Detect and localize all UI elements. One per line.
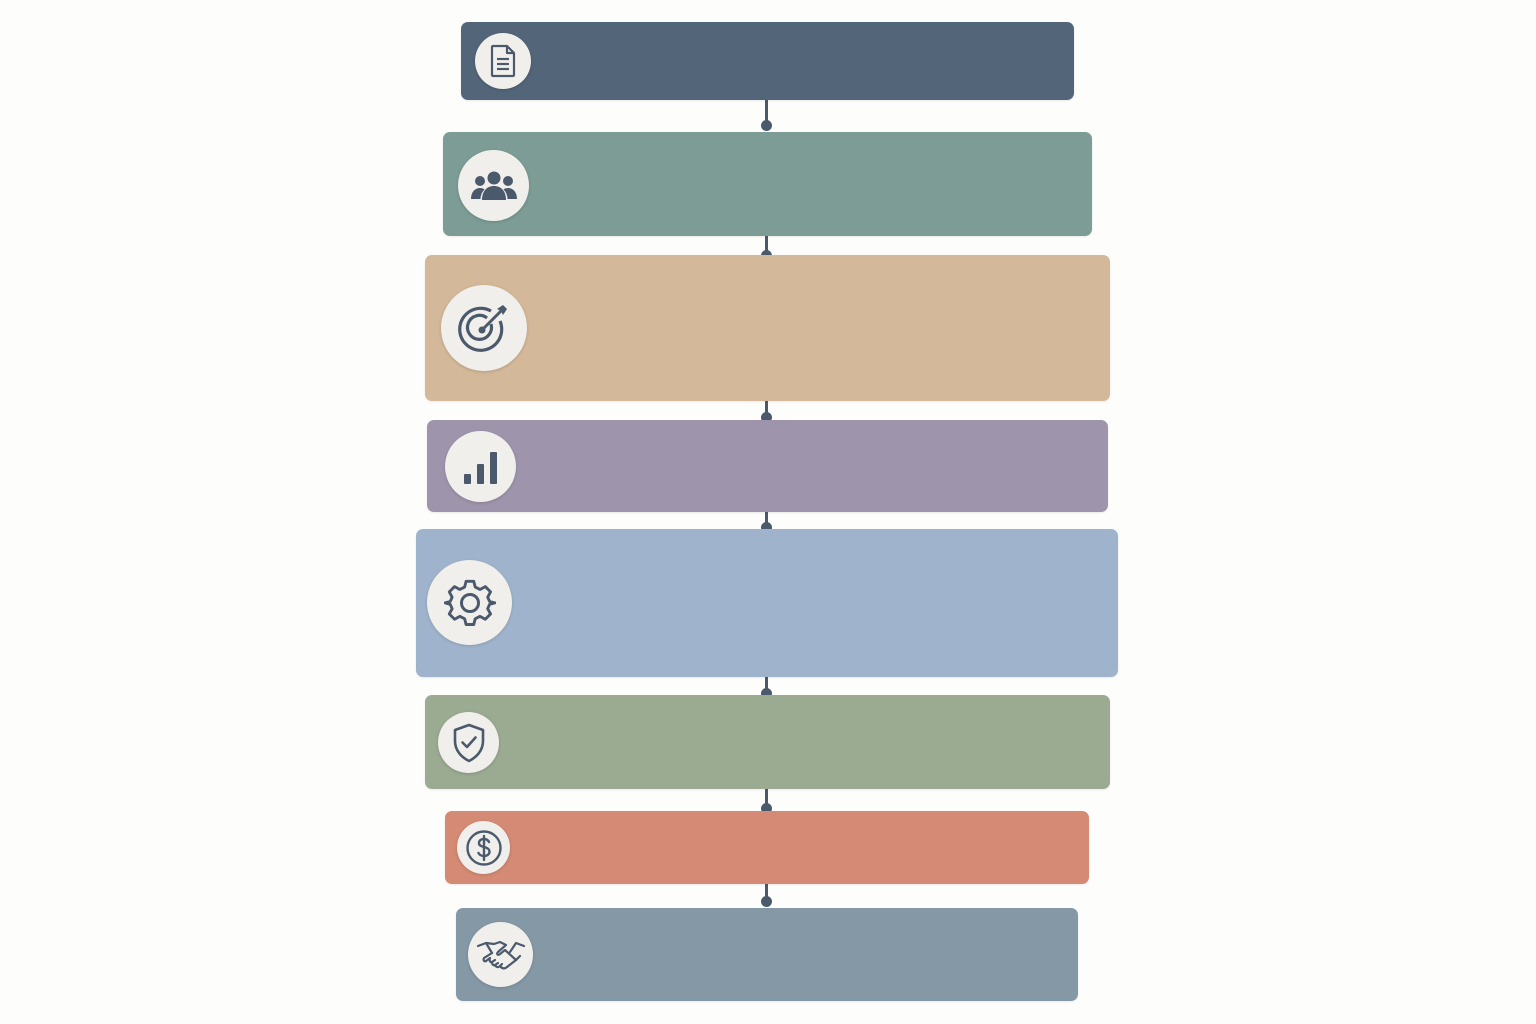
team-icon <box>470 171 517 200</box>
connector-dot <box>761 412 772 423</box>
handshake-icon <box>476 940 525 969</box>
connector-6-7 <box>765 789 768 809</box>
connector-5-6 <box>765 677 768 693</box>
icon-badge <box>457 821 510 874</box>
connector-dot <box>761 688 772 699</box>
icon-badge <box>475 33 531 89</box>
step-bar-1 <box>461 22 1074 100</box>
gear-icon <box>443 579 496 626</box>
connector-dot <box>761 120 772 131</box>
icon-badge <box>445 431 516 502</box>
connector-4-5 <box>765 512 768 527</box>
connector-dot <box>761 896 772 907</box>
icon-badge <box>441 285 527 371</box>
icon-badge <box>438 712 499 773</box>
connector-2-3 <box>765 236 768 256</box>
dollar-icon <box>465 829 502 866</box>
step-bar-6 <box>425 695 1110 789</box>
target-icon <box>458 305 507 352</box>
document-icon <box>490 44 516 78</box>
connector-3-4 <box>765 400 768 418</box>
shield-check-icon <box>453 723 484 762</box>
connector-7-8 <box>765 884 768 902</box>
step-bar-7 <box>445 811 1089 884</box>
step-bar-3 <box>425 255 1110 401</box>
connector-dot <box>761 522 772 533</box>
icon-badge <box>468 922 533 987</box>
connector-1-2 <box>765 100 768 125</box>
step-bar-8 <box>456 908 1078 1001</box>
step-bar-4 <box>427 420 1108 512</box>
step-bar-2 <box>443 132 1092 236</box>
icon-badge <box>458 150 529 221</box>
icon-badge <box>427 560 512 645</box>
connector-dot <box>761 803 772 814</box>
bar-chart-icon <box>463 451 497 484</box>
step-bar-5 <box>416 529 1118 677</box>
